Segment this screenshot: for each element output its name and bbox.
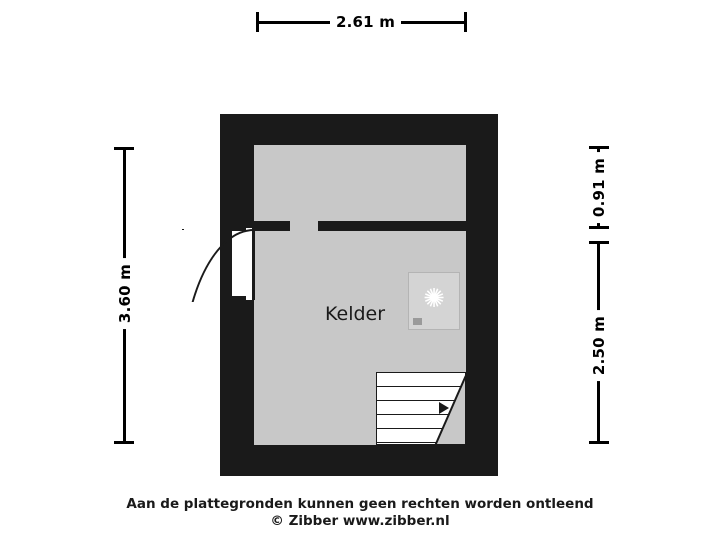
stair-step <box>377 414 465 415</box>
staircase-icon <box>376 372 466 445</box>
boiler-appliance: ✺ <box>408 272 460 330</box>
right-upper-dimension-tick-top <box>589 146 609 149</box>
footer-disclaimer: Aan de plattegronden kunnen geen rechten… <box>0 496 720 530</box>
stair-step <box>377 400 465 401</box>
right-lower-dimension-tick-top <box>589 241 609 244</box>
right-upper-dimension-tick-bottom <box>589 226 609 229</box>
room-label: Kelder <box>325 303 386 325</box>
top-dimension-tick-right <box>464 12 467 32</box>
stair-diagonal <box>434 375 465 444</box>
right-lower-dimension-label: 2.50 m <box>590 310 608 382</box>
left-dimension-tick-bottom <box>114 441 134 444</box>
stair-step <box>377 386 465 387</box>
interior-wall-segment-left <box>254 221 290 231</box>
footer-line-2: © Zibber www.zibber.nl <box>270 513 450 529</box>
door-hinge-line <box>182 229 184 230</box>
boiler-star-icon: ✺ <box>423 283 445 314</box>
footer-line-1: Aan de plattegronden kunnen geen rechten… <box>126 496 594 512</box>
stair-direction-arrow <box>439 402 449 414</box>
boiler-knob-icon <box>413 318 422 325</box>
top-dimension-tick-left <box>256 12 259 32</box>
interior-wall-segment-right <box>318 221 466 231</box>
stair-step <box>377 442 465 443</box>
left-dimension-tick-top <box>114 147 134 150</box>
top-dimension-label: 2.61 m <box>330 13 402 31</box>
left-dimension-label: 3.60 m <box>116 258 134 330</box>
door-leaf <box>232 228 246 231</box>
right-upper-dimension-label: 0.91 m <box>590 152 608 224</box>
stair-step <box>377 428 465 429</box>
right-lower-dimension-tick-bottom <box>589 441 609 444</box>
